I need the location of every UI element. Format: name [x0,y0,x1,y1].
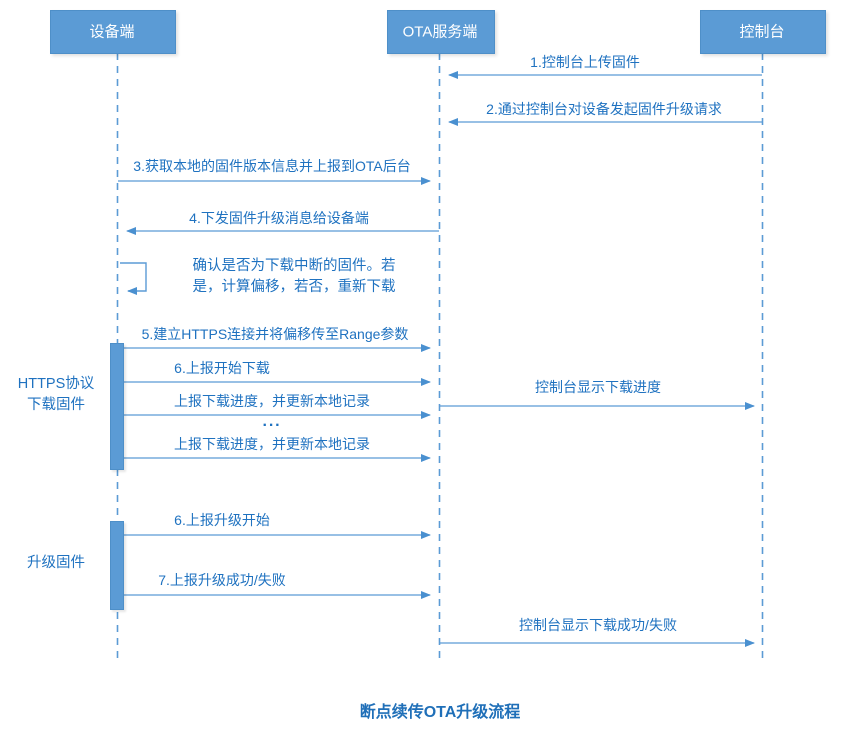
actor-label-console: 控制台 [739,23,785,41]
message-label-m9: 控制台显示下载进度 [535,379,661,395]
actor-label-device: 设备端 [89,23,135,41]
message-label-m10: 6.上报升级开始 [174,512,270,528]
activation-bar-upgrade [110,521,124,610]
diagram-title: 断点续传OTA升级流程 [359,704,521,721]
group-label-https-download: HTTPS协议 下载固件 [17,376,95,414]
message-label-m4: 4.下发固件升级消息给设备端 [189,210,369,226]
message-label-m7: 上报下载进度，并更新本地记录 [174,393,370,409]
actor-box-console[interactable] [700,10,826,54]
message-label-m12: 控制台显示下载成功/失败 [519,617,677,633]
note-resume-check: 确认是否为下载中断的固件。若 是，计算偏移，若否，重新下载 [192,258,396,296]
actor-box-device[interactable] [50,10,176,54]
message-label-m2: 2.通过控制台对设备发起固件升级请求 [486,101,722,117]
message-label-m6: 6.上报开始下载 [174,360,270,376]
message-ellipsis: ··· [262,417,282,434]
message-label-m3: 3.获取本地的固件版本信息并上报到OTA后台 [133,158,411,174]
message-label-m1: 1.控制台上传固件 [530,54,640,70]
self-call-loop [120,262,147,295]
actor-box-ota-server[interactable] [387,10,495,54]
group-label-upgrade-firmware: 升级固件 [27,555,85,571]
message-label-m8: 上报下载进度，并更新本地记录 [174,436,370,452]
message-label-m11: 7.上报升级成功/失败 [158,572,286,588]
message-label-m5: 5.建立HTTPS连接并将偏移传至Range参数 [141,326,409,342]
activation-bar-download [110,343,124,470]
actor-label-ota-server: OTA服务端 [402,23,478,41]
